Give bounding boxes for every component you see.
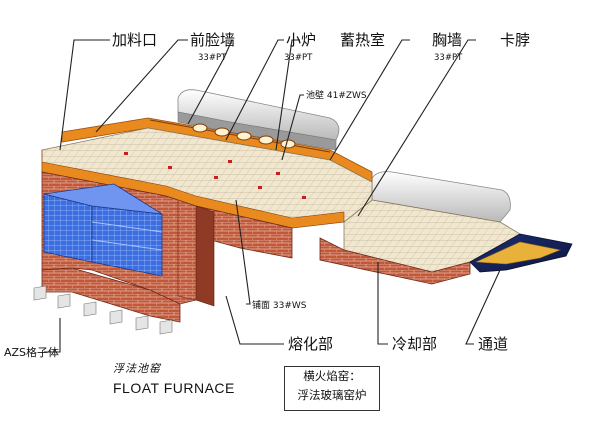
- label-paving: 铺面 33#WS: [252, 299, 307, 311]
- regenerator-roof: [177, 89, 340, 151]
- label-breast-wall: 胸墙: [432, 31, 462, 49]
- title-chinese: 浮法池窑: [113, 362, 161, 375]
- title-english: FLOAT FURNACE: [113, 380, 235, 396]
- label-channel: 通道: [478, 335, 508, 353]
- label-front-wall: 前脸墙: [190, 31, 235, 49]
- channel: [469, 233, 573, 273]
- label-small-furnace-spec: 33#PT: [284, 53, 313, 63]
- label-melting: 熔化部: [288, 335, 333, 353]
- callout-labels: 加料口 前脸墙 33#PT 小炉 33#PT 蓄热室 胸墙 33#PT 卡脖 池…: [4, 31, 530, 359]
- label-pool-wall: 池壁 41#ZWS: [306, 89, 367, 101]
- label-small-furnace: 小炉: [286, 31, 316, 49]
- flue-base: [33, 267, 181, 335]
- azs-checker: [43, 183, 163, 277]
- label-cooling: 冷却部: [392, 335, 437, 353]
- note-line-1: 横火焰窑：: [303, 369, 361, 383]
- leader-lines: [44, 39, 501, 353]
- note-line-2: 浮法玻璃窑炉: [297, 388, 367, 402]
- breast-wall-strip: [61, 117, 373, 183]
- note-box: 横火焰窑： 浮法玻璃窑炉: [284, 366, 380, 411]
- label-regenerator: 蓄热室: [340, 31, 385, 49]
- label-feed-port: 加料口: [112, 31, 157, 49]
- label-breast-wall-spec: 33#PT: [434, 53, 463, 63]
- label-neck: 卡脖: [500, 31, 530, 49]
- label-front-wall-spec: 33#PT: [198, 53, 227, 63]
- label-azs-checker: AZS格子体: [4, 345, 59, 359]
